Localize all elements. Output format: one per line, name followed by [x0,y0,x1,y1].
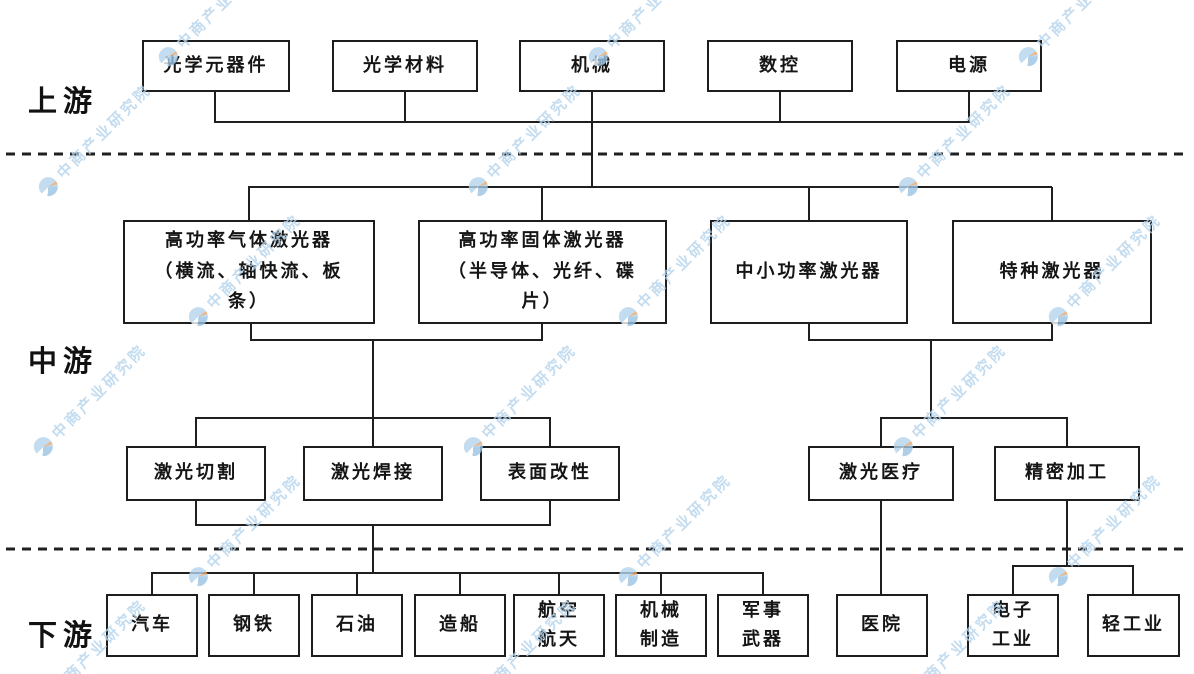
node-label: 高功率固体激光器 （半导体、光纤、碟 片） [448,229,637,313]
node-automobile: 汽车 [106,594,198,657]
node-high-power-gas-laser: 高功率气体激光器 （横流、轴快流、板 条） [123,220,375,324]
node-label: 特种激光器 [999,260,1105,282]
midstream-top-connectors [248,186,1053,220]
node-label: 激光切割 [154,462,238,484]
node-label: 表面改性 [508,462,592,484]
node-surface-modification: 表面改性 [480,446,620,501]
node-shipbuilding: 造船 [414,594,506,657]
node-label: 机械 制造 [640,599,682,650]
node-special-laser: 特种激光器 [952,220,1152,324]
node-machinery: 机械 [519,40,665,92]
node-light-industry: 轻工业 [1087,594,1180,657]
node-label: 激光焊接 [331,462,415,484]
node-label: 中小功率激光器 [735,260,883,282]
node-steel: 钢铁 [208,594,300,657]
node-label: 军事 武器 [742,599,784,650]
downstream-label: 下游 [28,618,99,652]
node-label: 钢铁 [233,614,275,636]
node-label: 电源 [948,54,990,76]
node-label: 高功率气体激光器 （横流、轴快流、板 条） [154,229,344,313]
node-cnc: 数控 [707,40,853,92]
upstream-label: 上游 [28,84,99,118]
node-aerospace: 航空 航天 [513,594,605,657]
node-label: 激光医疗 [839,462,923,484]
node-laser-medical: 激光医疗 [808,446,954,501]
midstream-left-join [195,324,551,446]
precision-machining-connector [1012,501,1134,594]
node-optical-materials: 光学材料 [332,40,478,92]
downstream-connectors [151,572,764,594]
midstream-right-join [808,324,1068,446]
node-label: 石油 [336,614,378,636]
node-label: 汽车 [131,614,173,636]
node-hospital: 医院 [836,594,928,657]
node-optical-components: 光学元器件 [142,40,290,92]
node-label: 光学元器件 [163,54,269,76]
node-label: 数控 [759,54,801,76]
node-high-power-solid-laser: 高功率固体激光器 （半导体、光纤、碟 片） [418,220,667,324]
node-power-supply: 电源 [896,40,1042,92]
node-machinery-manufacturing: 机械 制造 [615,594,707,657]
node-label: 机械 [571,54,613,76]
midstream-label: 中游 [28,344,99,378]
node-petroleum: 石油 [311,594,403,657]
node-electronics-industry: 电子 工业 [967,594,1059,657]
node-laser-cutting: 激光切割 [126,446,266,501]
node-label: 造船 [439,614,481,636]
node-label: 航空 航天 [538,599,580,650]
node-label: 医院 [861,614,903,636]
node-label: 精密加工 [1025,462,1109,484]
upstream-connectors [214,92,970,187]
node-label: 光学材料 [363,54,447,76]
node-mid-small-power-laser: 中小功率激光器 [710,220,908,324]
node-precision-machining: 精密加工 [994,446,1140,501]
node-label: 电子 工业 [992,599,1034,650]
node-military-weapons: 军事 武器 [717,594,809,657]
applications-bottom-join [195,501,551,573]
node-label: 轻工业 [1102,614,1165,636]
node-laser-welding: 激光焊接 [303,446,443,501]
